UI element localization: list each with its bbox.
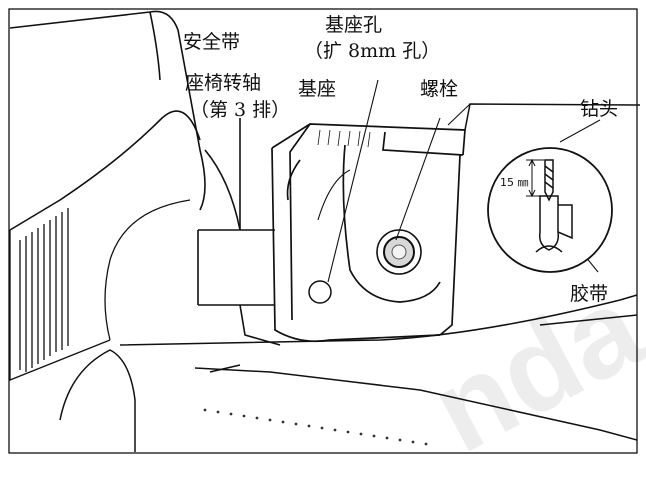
leader-lines [327,79,601,283]
label-bolt: 螺栓 [420,78,459,100]
frame-border [8,8,638,454]
seat-base-drilling-diagram [8,8,641,454]
label-base-hole-note: （扩 8mm 孔） [304,40,441,62]
base-bracket [271,123,466,343]
drill-bit-shape [535,159,573,253]
dotted-seam [203,408,428,446]
label-tape: 胶带 [570,283,609,305]
seat-cushion-left [9,199,191,381]
base-hole [308,280,332,304]
floor-trim [59,103,641,452]
bolt [376,229,422,275]
label-drill-bit: 钻头 [580,98,619,120]
label-seat-belt: 安全带 [183,31,241,53]
label-base-hole: 基座孔 [325,14,383,36]
bracket-hatching [317,129,371,148]
hidden-edge [317,169,351,221]
label-base: 基座 [298,78,337,100]
seat-pivot-shaft [197,118,281,346]
seat-back [9,10,206,231]
label-seat-pivot-note: （第 3 排） [190,99,291,121]
label-seat-pivot: 座椅转轴 [185,72,262,94]
depth-dimension [526,158,544,198]
drill-inset [487,147,613,273]
label-depth: 15 ㎜ [500,176,529,189]
